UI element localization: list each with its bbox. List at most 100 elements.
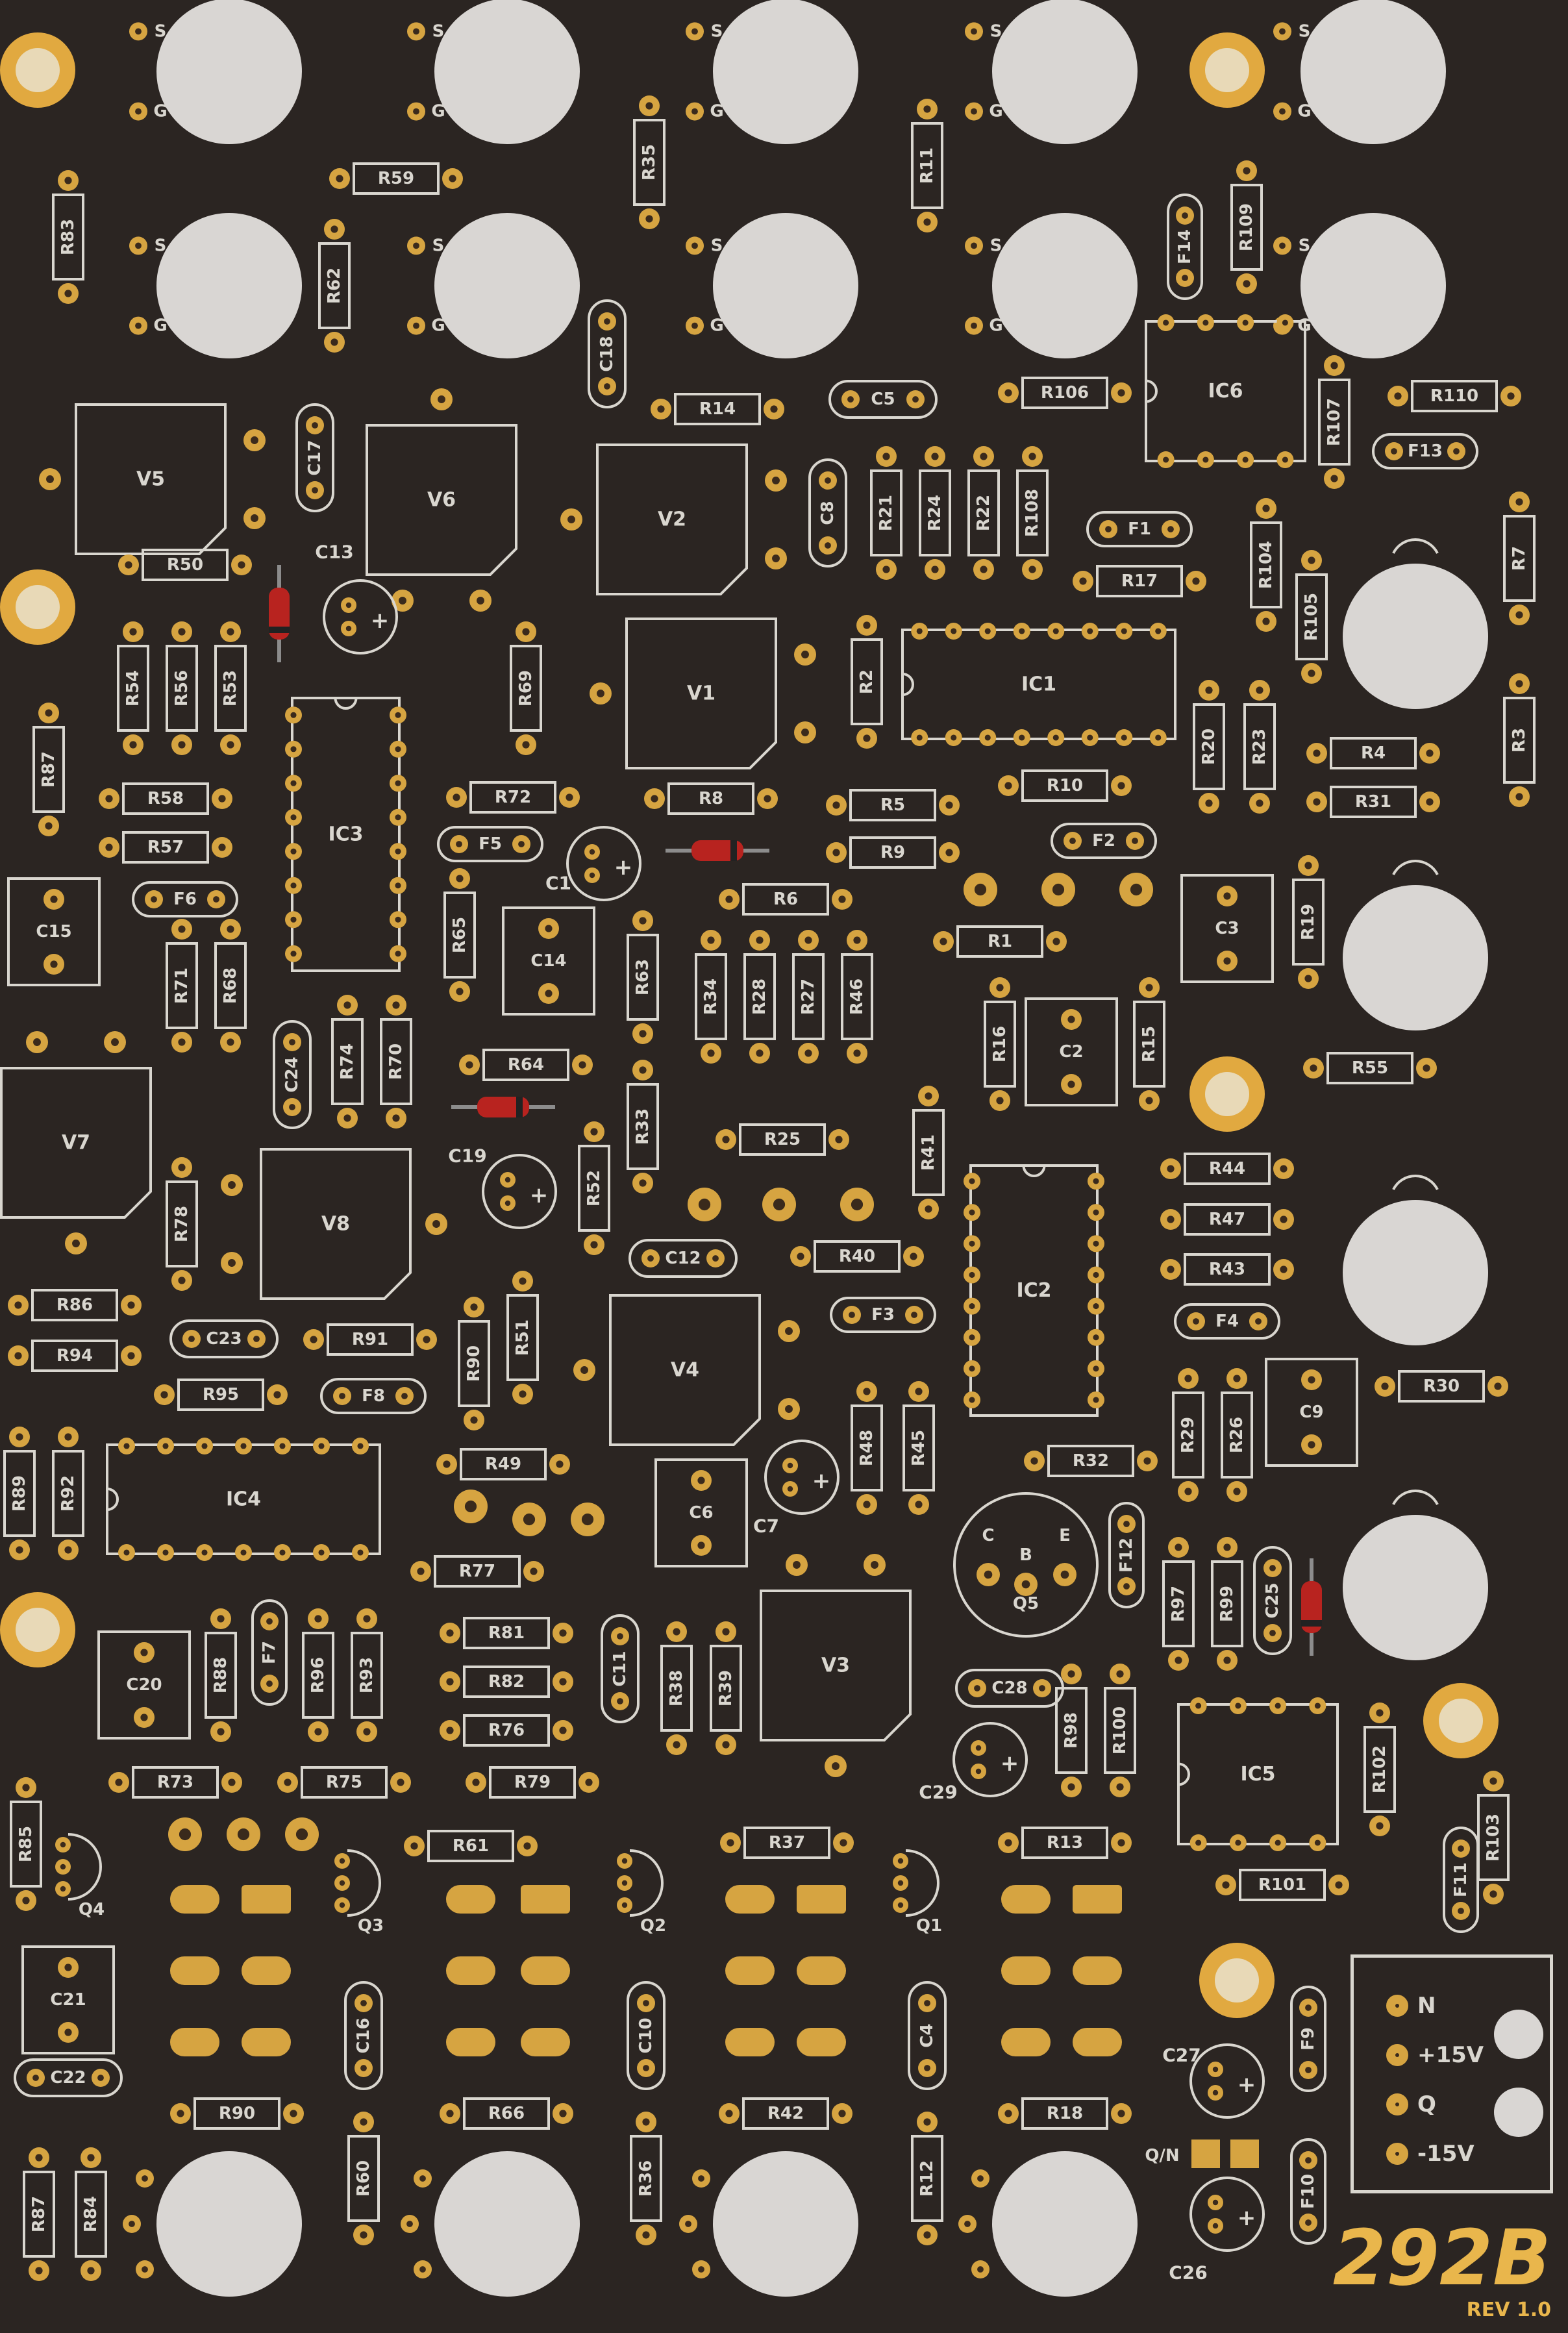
- resistor-outline: [132, 1766, 219, 1799]
- resistor-outline: [849, 836, 936, 869]
- pad-drill: [585, 1778, 593, 1786]
- resistor-outline: [380, 1018, 412, 1105]
- resistor-outline: [1021, 769, 1108, 802]
- resistor-label: R99: [1217, 1586, 1237, 1622]
- capacitor-label: C17: [305, 440, 325, 475]
- trimmer-outline: [625, 618, 777, 769]
- jack-lug: [1392, 1490, 1439, 1505]
- pad-drill: [1093, 1178, 1099, 1184]
- pad-drill: [1280, 1216, 1288, 1223]
- pad-drill: [969, 1178, 975, 1184]
- pad-drill: [318, 1443, 325, 1449]
- pad-drill: [996, 984, 1004, 992]
- fuse-outline: [320, 1378, 427, 1414]
- resistor-label: R68: [221, 967, 240, 1004]
- fuse-outline: [1174, 1303, 1280, 1340]
- pad-drill: [863, 1501, 871, 1508]
- pad-drill: [240, 1443, 247, 1449]
- resistor-outline: [122, 782, 209, 815]
- pad-drill: [645, 215, 653, 223]
- pot-hole: [434, 213, 580, 358]
- pad-drill: [647, 1255, 654, 1262]
- pad-drill: [974, 883, 987, 896]
- pad-drill: [722, 1741, 730, 1749]
- pad-drill: [1314, 1840, 1321, 1846]
- pad-drill: [1155, 628, 1162, 634]
- pad-drill: [456, 841, 462, 847]
- resistor-label: R107: [1325, 398, 1344, 446]
- pad-drill: [1021, 1580, 1030, 1589]
- resistor-label: R28: [750, 979, 769, 1015]
- pad-drill: [698, 2266, 704, 2273]
- resistor-outline: [166, 645, 198, 732]
- pad-drill: [135, 28, 142, 35]
- ic-label: IC3: [328, 823, 363, 846]
- pad-drill: [951, 628, 957, 634]
- resistor-label: R30: [1423, 1377, 1460, 1396]
- trimmer-label: V6: [427, 489, 456, 512]
- film-capacitor-outline: [502, 906, 595, 1016]
- pad-drill: [773, 1198, 786, 1211]
- capacitor-label: C6: [689, 1503, 713, 1523]
- resistor-outline: [1162, 1560, 1195, 1647]
- mount-hole: [1205, 1072, 1249, 1116]
- pad-drill: [832, 1762, 840, 1770]
- resistor-outline: [166, 1180, 198, 1267]
- pad-drill: [419, 2266, 426, 2273]
- pad-drill: [825, 477, 831, 484]
- pad-drill: [392, 1001, 400, 1009]
- resistor-label: R48: [857, 1430, 877, 1466]
- pad-drill: [523, 1513, 536, 1526]
- resistor-outline: [984, 1001, 1016, 1088]
- pad-drill: [60, 1841, 66, 1848]
- resistor-label: R57: [147, 838, 184, 857]
- resistor-label: R82: [488, 1672, 525, 1691]
- transistor-label: Q1: [916, 1916, 942, 1936]
- resistor-outline: [1096, 565, 1183, 597]
- ic-outline: [969, 1164, 1099, 1417]
- pad-drill: [523, 1842, 531, 1850]
- pad-drill: [330, 225, 338, 233]
- resistor-outline: [52, 1450, 84, 1537]
- resistor-label: R53: [221, 670, 240, 706]
- pad-drill: [764, 795, 771, 803]
- transistor-label: Q3: [358, 1916, 384, 1936]
- pad-drill: [975, 1745, 982, 1751]
- resistor-outline: [919, 469, 951, 556]
- pad-drill: [413, 28, 419, 35]
- resistor-outline: [31, 1340, 118, 1372]
- pad-drill: [559, 1629, 567, 1637]
- pad-drill: [1004, 2110, 1012, 2117]
- switch-pad: [521, 1956, 570, 1985]
- pad-drill: [504, 1177, 511, 1183]
- resistor-outline: [463, 1714, 550, 1747]
- pad-drill: [1282, 456, 1288, 463]
- pad-drill: [1376, 1709, 1384, 1717]
- pad-drill: [698, 2175, 704, 2182]
- trimmer-outline: [596, 443, 748, 595]
- pad-drill: [290, 746, 297, 753]
- resistor-label: R79: [514, 1773, 551, 1792]
- pad-drill: [1212, 2066, 1219, 2073]
- ic-outline: [1145, 320, 1306, 462]
- pad-drill: [590, 1128, 598, 1136]
- power-pin-n: N: [1386, 1993, 1436, 2019]
- jumper-pad: [1230, 2140, 1259, 2168]
- resistor-label: R46: [847, 979, 867, 1015]
- pad-drill: [140, 1649, 148, 1656]
- pad-drill: [179, 1828, 192, 1841]
- pad-drill: [238, 561, 245, 569]
- pot-hole: [713, 2151, 858, 2297]
- jack-lug: [1392, 860, 1439, 875]
- capacitor-label: C15: [36, 922, 71, 942]
- resistor-outline: [510, 645, 542, 732]
- pad-drill: [395, 712, 401, 718]
- resistor-label: R55: [1352, 1058, 1388, 1078]
- pad-drill: [1310, 1064, 1317, 1072]
- resistor-outline: [1021, 1827, 1108, 1859]
- pad-drill: [160, 1391, 168, 1399]
- resistor-outline: [1326, 1052, 1413, 1084]
- fuse-label: F3: [871, 1305, 895, 1325]
- trimmer-outline: [75, 403, 227, 555]
- capacitor-outline: [808, 458, 847, 568]
